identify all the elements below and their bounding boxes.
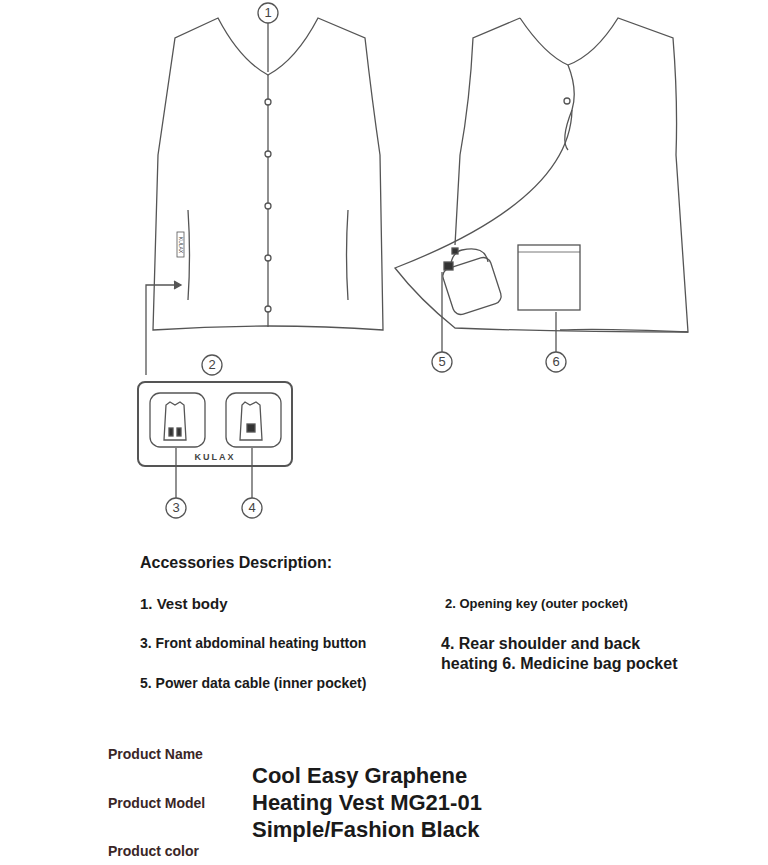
icon-pad [247, 424, 255, 432]
vest-icon [164, 402, 186, 440]
tag-text: KULAX [178, 236, 184, 252]
accessory-item: 1. Vest body [140, 595, 228, 613]
battery-pack [441, 255, 503, 316]
spec-label: Product Name [108, 746, 203, 763]
accessory-item: 4. Rear shoulder and back heating 6. Med… [441, 634, 681, 674]
buttons [265, 99, 271, 312]
spec-value: Cool Easy Graphene Heating Vest MG21-01 … [252, 762, 520, 843]
callout-circle [546, 352, 566, 372]
flap-edge [565, 110, 572, 150]
button-icon [150, 393, 205, 447]
callout-number: 3 [172, 500, 179, 516]
callout-number: 6 [552, 354, 559, 370]
pocket-edge [518, 252, 580, 253]
callout-number: 5 [438, 354, 445, 370]
callout-number: 2 [208, 357, 215, 373]
accessory-item: 3. Front abdominal heating button [140, 635, 366, 652]
brand-logo: KULAX [139, 452, 291, 462]
button-icon [226, 393, 281, 447]
power-cable [450, 249, 488, 268]
callout-circle [166, 498, 186, 518]
spec-label: Product color [108, 843, 199, 860]
leader-arrow [146, 285, 178, 375]
accessory-item: 5. Power data cable (inner pocket) [140, 675, 366, 692]
arrowhead [174, 281, 181, 289]
accessory-item: 2. Opening key (outer pocket) [445, 596, 628, 612]
vest-front-outline [153, 18, 383, 330]
leader-line [267, 23, 268, 72]
medicine-pocket [518, 245, 580, 310]
leader-line [441, 272, 442, 352]
leader-line [175, 448, 176, 498]
callout-circle [202, 355, 222, 375]
pocket-slit [347, 210, 349, 300]
front-edge [267, 75, 268, 327]
button [564, 98, 570, 104]
vest-icon [240, 402, 262, 440]
leader-line [251, 448, 252, 498]
callout-number: 1 [264, 5, 271, 21]
cable-plug [444, 262, 453, 270]
icon-pad [169, 428, 173, 436]
switch-panel: KULAX [137, 381, 293, 467]
leader-line [555, 312, 556, 352]
callout-number: 4 [248, 500, 255, 516]
callout-circle [258, 3, 278, 23]
open-front-flap [395, 65, 688, 332]
section-heading: Accessories Description: [140, 553, 332, 572]
tag [177, 232, 184, 257]
cable-plug [452, 248, 458, 254]
icon-pad [177, 428, 181, 436]
callout-circle [432, 352, 452, 372]
pocket-slit [188, 210, 190, 300]
callout-circle [242, 498, 262, 518]
spec-label: Product Model [108, 795, 205, 812]
